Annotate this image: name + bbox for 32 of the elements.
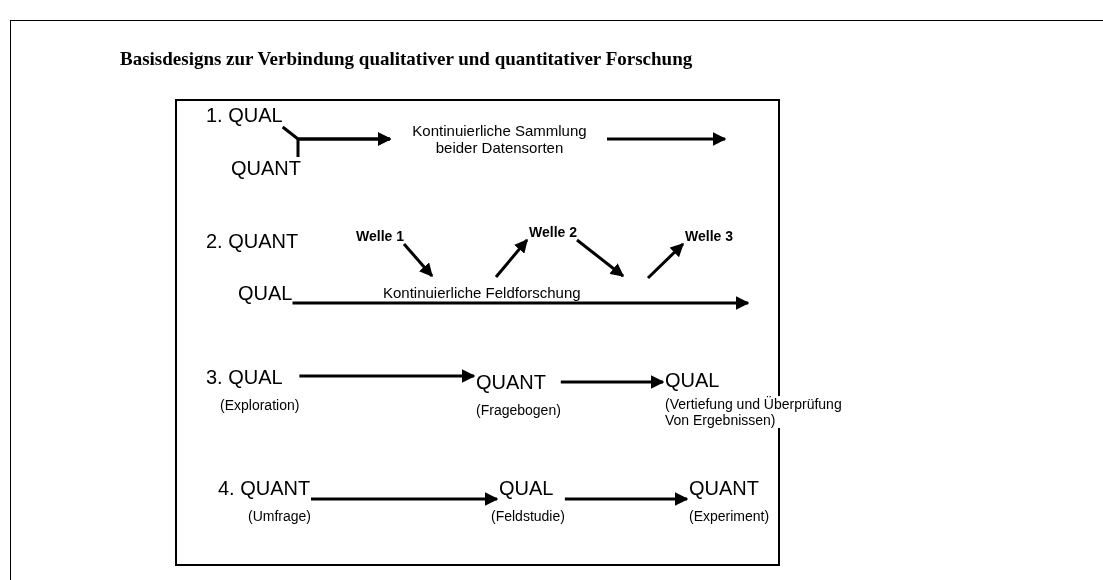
wave-label: Welle 2 <box>529 224 577 240</box>
arrow <box>296 132 392 157</box>
method-label: QUANT <box>689 477 760 500</box>
method-label: QUANT <box>476 371 547 394</box>
arrow <box>564 492 689 506</box>
method-label: 1. QUAL <box>206 104 283 127</box>
method-label: 2. QUANT <box>206 230 299 253</box>
edge-label: Kontinuierliche Feldforschung <box>382 285 582 301</box>
wave-label: Welle 3 <box>685 228 733 244</box>
arrow <box>292 296 750 310</box>
method-label: 4. QUANT <box>218 477 311 500</box>
arrow <box>311 492 499 506</box>
method-description: (Fragebogen) <box>476 402 561 418</box>
arrow <box>576 238 625 278</box>
method-label: QUAL <box>499 477 555 500</box>
arrow <box>299 369 476 383</box>
method-label: QUAL <box>238 282 293 305</box>
arrow <box>560 375 665 389</box>
wave-label: Welle 1 <box>356 228 404 244</box>
method-description: (Feldstudie) <box>491 508 565 524</box>
method-label: QUANT <box>231 157 301 180</box>
arrow <box>607 132 727 146</box>
method-label: 3. QUAL <box>206 366 284 389</box>
arrow <box>402 243 434 277</box>
arrow <box>494 238 529 278</box>
diagram-title: Basisdesigns zur Verbindung qualitativer und quantitativer Forschung <box>120 48 693 70</box>
method-description: (Experiment) <box>689 508 770 524</box>
method-label: QUAL <box>665 369 721 392</box>
method-description: (Exploration) <box>220 397 300 413</box>
process-text: Kontinuierliche Sammlung beider Datensorten <box>411 122 588 156</box>
arrow <box>646 242 685 280</box>
method-description: (Umfrage) <box>248 508 311 524</box>
